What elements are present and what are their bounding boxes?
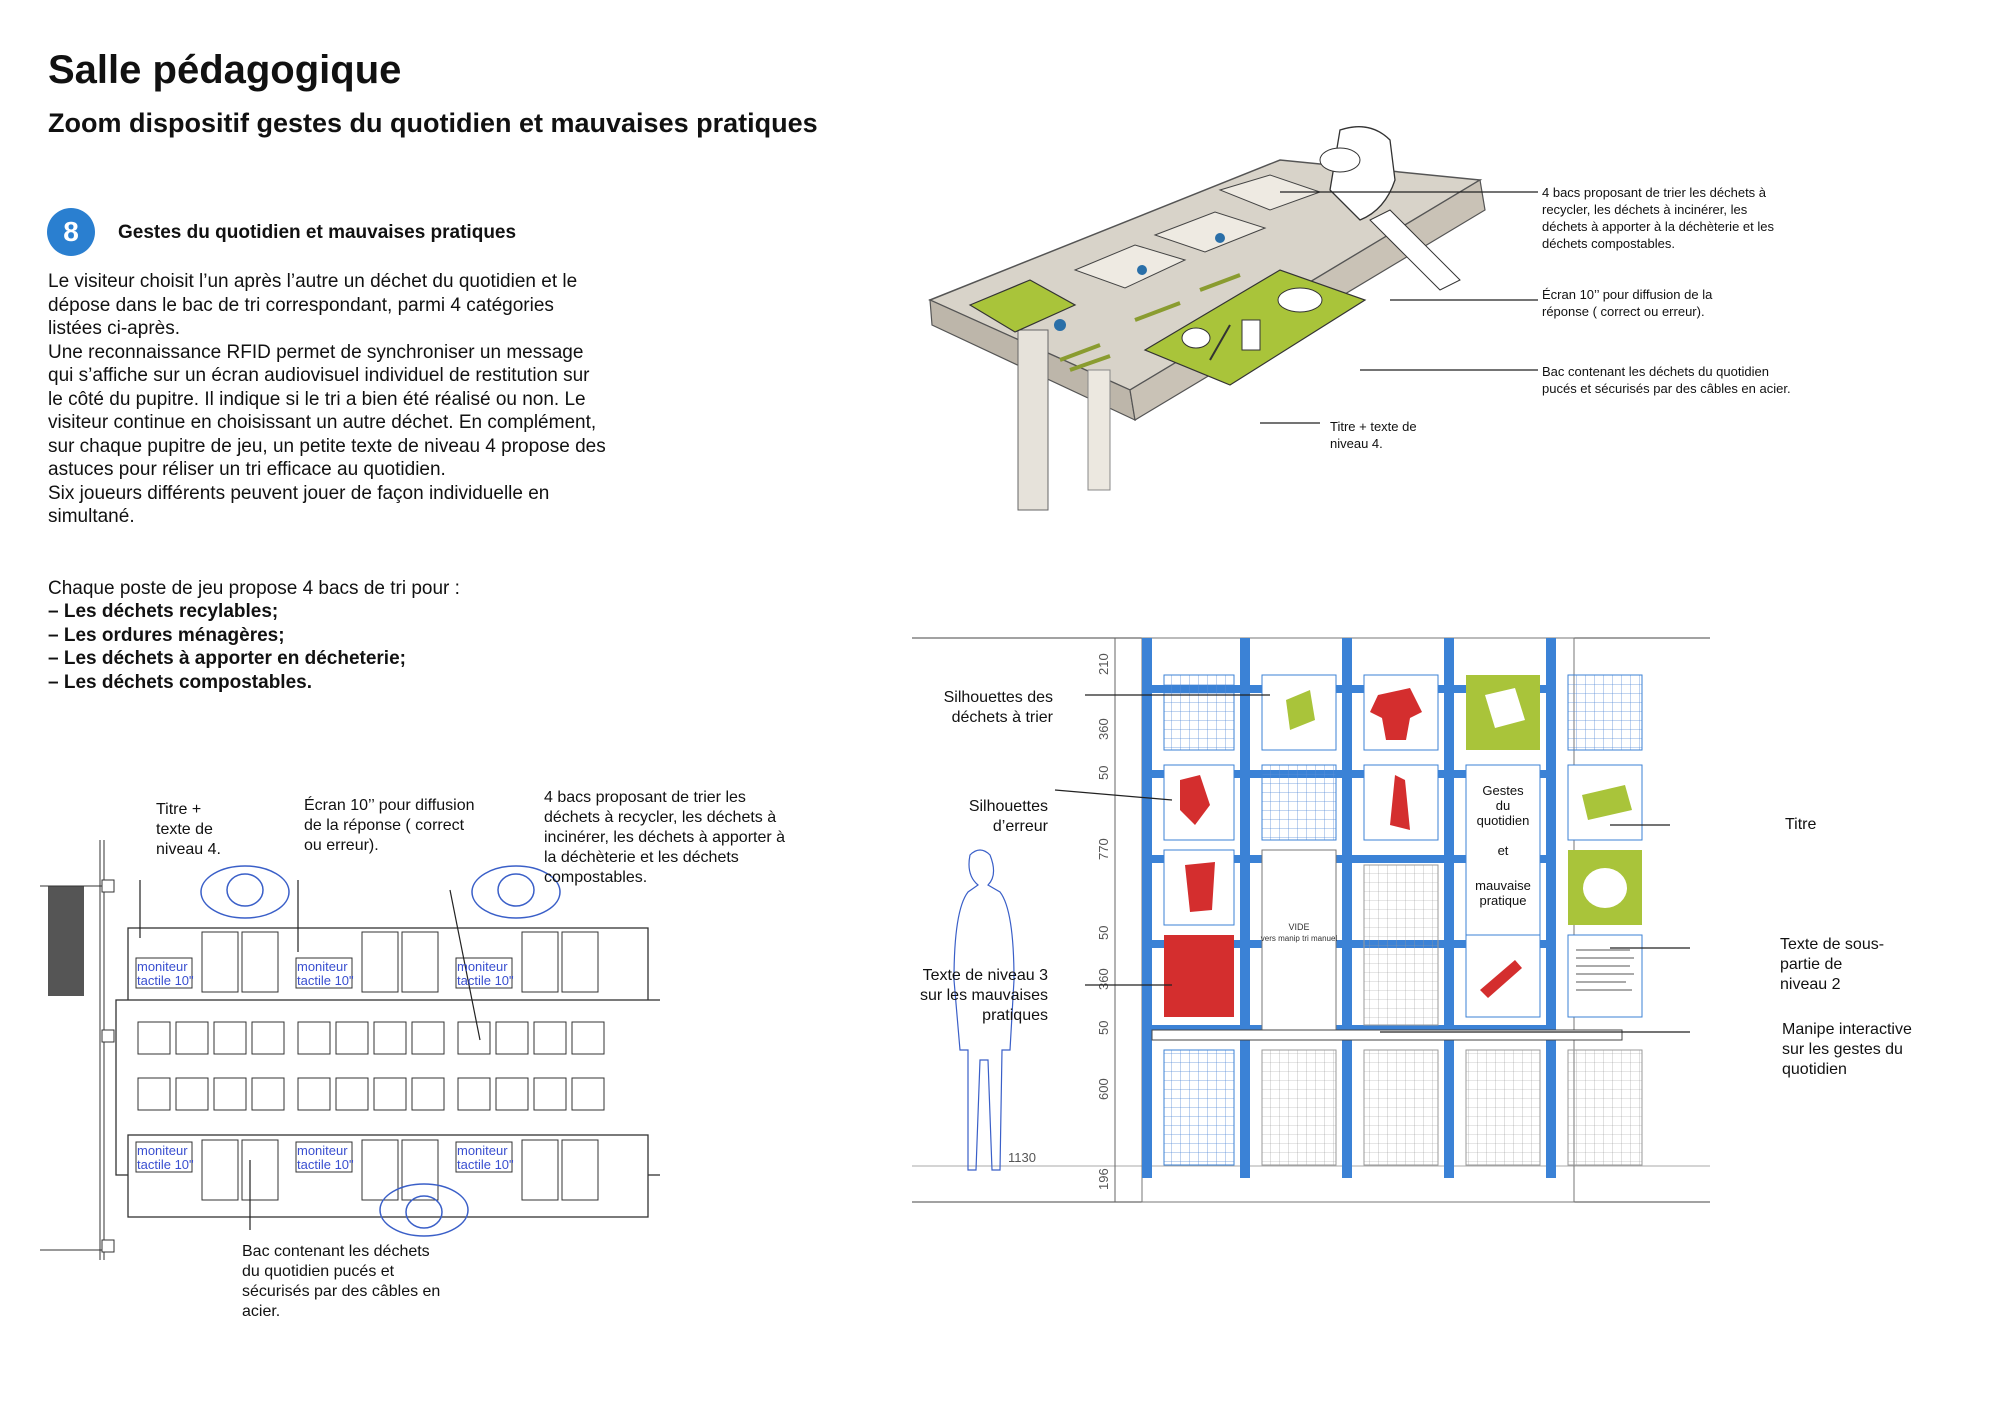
dimension-label: 600 — [1096, 1078, 1111, 1100]
plan-monitor-label: moniteur tactile 10" — [457, 1144, 514, 1172]
dimension-label: 50 — [1096, 926, 1111, 940]
dimension-label: 196 — [1096, 1168, 1111, 1190]
panel-title-line: mauvaise — [1475, 878, 1531, 893]
monitor-line: moniteur — [137, 959, 188, 974]
monitor-line: tactile 10" — [297, 973, 354, 988]
perspective-callout-lines — [1260, 191, 1538, 424]
category-item: – Les déchets recylables; — [48, 601, 279, 622]
plan-monitor-label: moniteur tactile 10" — [297, 960, 354, 988]
vide-label: VIDE — [1288, 922, 1309, 932]
desk-perspective-sketch — [928, 126, 1486, 511]
section-title: Gestes du quotidien et mauvaises pratiqu… — [118, 222, 517, 243]
monitor-line: tactile 10" — [457, 1157, 514, 1172]
panel-title-line: du — [1496, 798, 1510, 813]
plan-label-ecran: Écran 10’’ pour diffusion de la réponse … — [304, 797, 475, 854]
monitor-line: moniteur — [137, 1143, 188, 1158]
elev-label-titre: Titre — [1785, 816, 1817, 833]
panel-title-line: et — [1498, 843, 1509, 858]
plan-label-bac-contenant: Bac contenant les déchets du quotidien p… — [242, 1243, 441, 1320]
description-paragraph: Le visiteur choisit l’un après l’autre u… — [48, 271, 578, 339]
category-item: – Les déchets à apporter en décheterie; — [48, 648, 406, 669]
panel-title-line: pratique — [1480, 893, 1527, 908]
elev-label-texte-sous-partie: Texte de sous-partie de niveau 2 — [1780, 936, 1885, 993]
plan-label-bacs: 4 bacs proposant de trier les déchets à … — [544, 789, 786, 886]
monitor-line: moniteur — [297, 959, 348, 974]
dimension-label: 770 — [1096, 838, 1111, 860]
plan-view-drawing — [40, 840, 660, 1260]
elevation-drawing: 210 360 50 770 50 360 50 600 196 1130 — [912, 637, 1710, 1203]
page-title: Salle pédagogique — [48, 48, 402, 92]
dimension-label: 50 — [1096, 1021, 1111, 1035]
elev-label-silhouettes-trier: Silhouettes des déchets à trier — [943, 689, 1053, 726]
plan-monitor-label: moniteur tactile 10" — [137, 960, 194, 988]
monitor-line: tactile 10" — [137, 1157, 194, 1172]
panel-title-line: quotidien — [1477, 813, 1530, 828]
monitor-line: moniteur — [297, 1143, 348, 1158]
monitor-line: tactile 10" — [137, 973, 194, 988]
categories-list: – Les déchets recylables; – Les ordures … — [48, 600, 406, 694]
vide-sub-label: vers manip tri manuel — [1261, 934, 1338, 943]
elev-label-manipe: Manipe interactive sur les gestes du quo… — [1782, 1021, 1912, 1078]
page-subtitle: Zoom dispositif gestes du quotidien et m… — [48, 108, 818, 138]
plan-monitor-label: moniteur tactile 10" — [137, 1144, 194, 1172]
monitor-line: tactile 10" — [297, 1157, 354, 1172]
label-ecran: Écran 10’’ pour diffusion de la réponse … — [1542, 287, 1713, 319]
plan-monitor-label: moniteur tactile 10" — [457, 960, 514, 988]
section-description: Le visiteur choisit l’un après l’autre u… — [48, 270, 608, 529]
elev-label-texte-niveau3: Texte de niveau 3 sur les mauvaises prat… — [919, 967, 1048, 1024]
panel-title-line: Gestes — [1482, 783, 1524, 798]
category-item: – Les déchets compostables. — [48, 671, 312, 693]
elev-label-silhouettes-erreur: Silhouettes d’erreur — [968, 798, 1048, 835]
label-4-bacs: 4 bacs proposant de trier les déchets à … — [1542, 185, 1774, 251]
section-number-badge: 8 — [47, 208, 95, 256]
dimension-label: 360 — [1096, 718, 1111, 740]
label-bac-contenant: Bac contenant les déchets du quotidien p… — [1542, 364, 1791, 396]
height-mark: 1130 — [1008, 1150, 1036, 1165]
categories-intro: Chaque poste de jeu propose 4 bacs de tr… — [48, 578, 460, 599]
category-item: – Les ordures ménagères; — [48, 624, 285, 646]
dimension-label: 210 — [1096, 653, 1111, 675]
label-titre-texte: Titre + texte de niveau 4. — [1330, 419, 1417, 451]
dimension-label: 50 — [1096, 766, 1111, 780]
dimension-label: 360 — [1096, 968, 1111, 990]
description-paragraph: Une reconnaissance RFID permet de synchr… — [48, 341, 606, 481]
description-paragraph: Six joueurs différents peuvent jouer de … — [48, 482, 550, 528]
plan-label-titre: Titre + texte de niveau 4. — [156, 801, 221, 858]
monitor-line: moniteur — [457, 1143, 508, 1158]
monitor-line: moniteur — [457, 959, 508, 974]
plan-monitor-label: moniteur tactile 10" — [297, 1144, 354, 1172]
monitor-line: tactile 10" — [457, 973, 514, 988]
